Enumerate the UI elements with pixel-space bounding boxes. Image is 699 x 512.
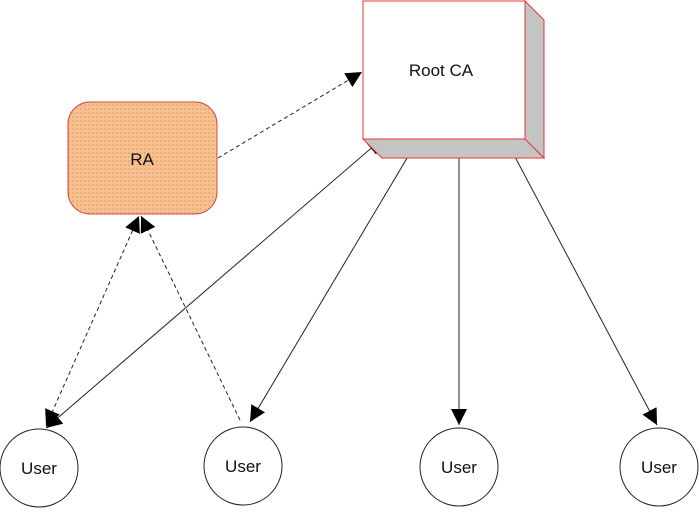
ra-box	[67, 101, 218, 215]
root-ca-box	[362, 0, 526, 140]
user-node-1: User	[0, 428, 79, 508]
user-4-label: User	[641, 458, 677, 477]
root-ca-node: Root CA	[361, 0, 546, 160]
user-1-circle	[0, 428, 79, 508]
user-2-label: User	[225, 457, 261, 476]
user-4-circle	[619, 427, 699, 507]
user-3-label: User	[441, 458, 477, 477]
edge-ra-to-root-ca	[217, 71, 363, 159]
user-node-4: User	[619, 427, 699, 507]
edge-user4-to-root-ca	[504, 137, 658, 426]
root-ca-label: Root CA	[409, 61, 474, 80]
root-ca-shadow-side	[524, 0, 545, 160]
user-3-circle	[419, 427, 499, 507]
edge-user2-to-root-ca	[249, 137, 420, 423]
root-ca-shadow-bottom	[361, 138, 546, 159]
edge-user1-to-ra	[45, 215, 140, 427]
user-node-3: User	[419, 427, 499, 507]
user-1-label: User	[21, 459, 57, 478]
ra-label: RA	[130, 150, 154, 169]
user-node-2: User	[203, 426, 283, 506]
ra-node: RA	[67, 101, 218, 215]
edges	[45, 71, 658, 429]
user-2-circle	[203, 426, 283, 506]
edge-user2-to-ra	[140, 215, 241, 421]
